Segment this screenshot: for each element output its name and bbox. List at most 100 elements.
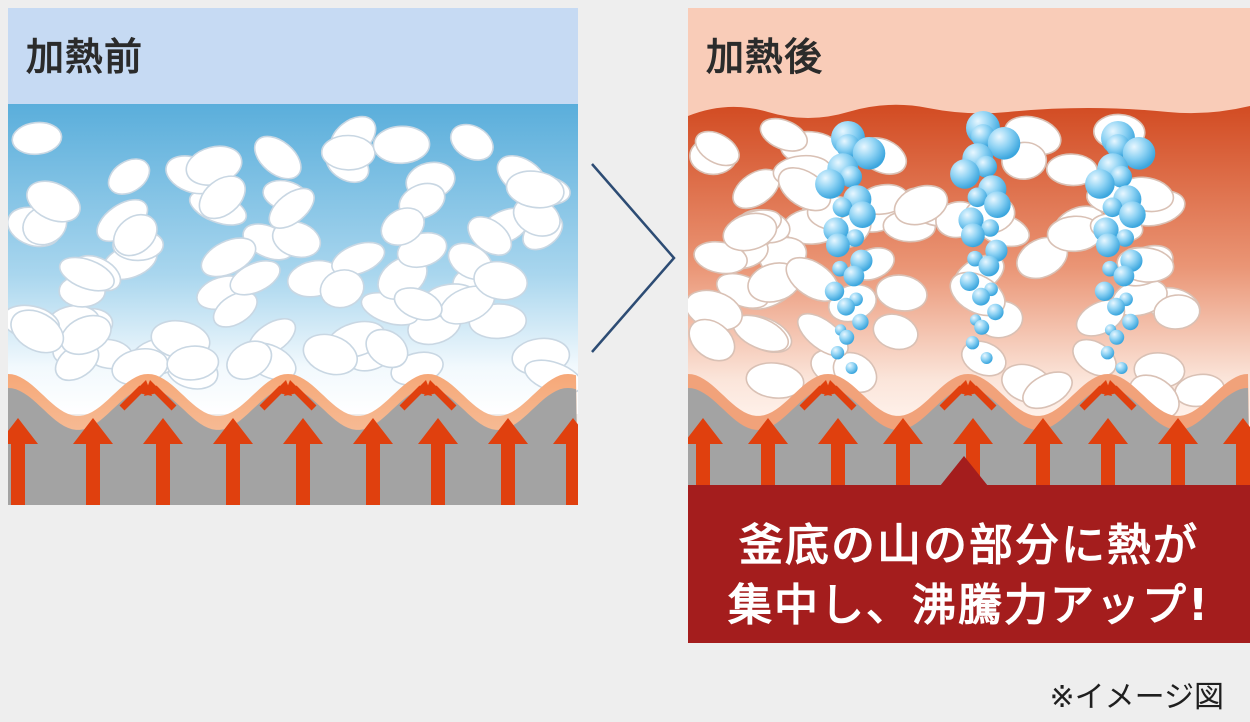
bubble-icon xyxy=(980,352,993,364)
heat-arrow-icon xyxy=(353,418,393,505)
bubble-icon xyxy=(984,191,1011,218)
rice-grain-icon xyxy=(10,309,65,354)
bubble-icon xyxy=(840,165,862,188)
panel-before-heating: 加熱前 xyxy=(8,8,578,505)
bubble-icon xyxy=(961,223,985,248)
bubble-icon xyxy=(839,329,855,345)
rice-grain-icon xyxy=(58,256,115,292)
bubble-icon xyxy=(843,265,865,287)
rice-grain-icon xyxy=(372,125,431,165)
rice-grain-icon xyxy=(107,158,151,195)
heat-arrow-icon xyxy=(144,380,162,396)
rice-grain-icon xyxy=(320,134,376,171)
heat-arrow-icon xyxy=(488,418,528,505)
heat-arrow-icon xyxy=(883,418,923,505)
rice-grain-icon xyxy=(505,170,565,209)
heat-arrow-icon xyxy=(424,380,442,396)
rice-grain-icon xyxy=(688,318,736,362)
heat-arrow-icon xyxy=(1088,418,1128,505)
bubble-icon xyxy=(852,137,886,170)
bubble-icon xyxy=(1122,137,1156,170)
rice-grain-icon xyxy=(1022,371,1073,410)
bubble-icon xyxy=(972,287,990,306)
bubble-icon xyxy=(959,271,980,291)
rice-grain-icon xyxy=(112,213,158,257)
caption-box: 釜底の山の部分に熱が 集中し、沸騰力アップ! xyxy=(688,485,1250,643)
rice-grain-icon xyxy=(449,123,494,161)
before-rice-grains xyxy=(8,115,578,395)
caption-line-1: 釜底の山の部分に熱が xyxy=(739,520,1199,571)
heat-arrow-icon xyxy=(213,418,253,505)
rice-grain-icon xyxy=(759,117,808,152)
rice-grain-icon xyxy=(467,216,513,256)
bubble-icon xyxy=(1085,169,1115,199)
heat-arrow-icon xyxy=(824,380,842,396)
heat-arrow-icon xyxy=(8,418,38,505)
rice-grain-icon xyxy=(229,260,281,296)
bubble-icon xyxy=(837,297,855,316)
rice-grain-icon xyxy=(365,328,409,369)
rice-grain-icon xyxy=(166,345,220,381)
before-header-band xyxy=(8,8,578,104)
after-heating-illustration xyxy=(688,8,1250,505)
bubble-icon xyxy=(965,336,980,350)
bubble-icon xyxy=(967,187,988,208)
bubble-icon xyxy=(978,255,1000,277)
rice-grain-icon xyxy=(200,237,257,278)
bubble-icon xyxy=(1102,260,1118,277)
heat-arrow-icon xyxy=(964,380,982,396)
before-heating-illustration xyxy=(8,8,578,505)
panel-after-heating: 加熱後 釜底の山の部分に熱が 集中し、沸騰力アップ! xyxy=(688,8,1250,643)
bubble-icon xyxy=(1096,233,1120,258)
bubble-icon xyxy=(987,127,1021,160)
bubble-icon xyxy=(1102,197,1123,218)
bubble-icon xyxy=(832,197,853,218)
heat-arrow-icon xyxy=(1158,418,1198,505)
bubble-icon xyxy=(849,201,876,228)
rice-grain-icon xyxy=(302,333,358,376)
rice-grain-icon xyxy=(198,175,246,220)
bubble-icon xyxy=(846,229,864,247)
bubble-icon xyxy=(824,281,845,301)
rice-grain-icon xyxy=(1153,294,1201,330)
rice-grain-icon xyxy=(60,314,112,356)
after-header-band xyxy=(688,8,1250,128)
bubble-icon xyxy=(815,169,845,199)
bubble-icon xyxy=(981,219,999,237)
heat-arrow-icon xyxy=(143,418,183,505)
bubble-icon xyxy=(1100,346,1115,360)
bubble-icon xyxy=(1110,165,1132,188)
after-title: 加熱後 xyxy=(706,35,824,79)
rice-grain-icon xyxy=(26,180,81,223)
rice-grain-icon xyxy=(893,184,949,226)
rice-grain-icon xyxy=(226,340,273,381)
rice-grain-icon xyxy=(745,362,805,399)
rice-grain-icon xyxy=(11,121,63,156)
rice-grain-icon xyxy=(694,130,740,167)
bubble-icon xyxy=(1115,362,1128,374)
bubble-icon xyxy=(967,250,983,267)
heat-arrow-icon xyxy=(1223,418,1250,505)
bubble-icon xyxy=(1094,281,1115,301)
rice-grain-icon xyxy=(380,207,425,246)
bubble-icon xyxy=(1122,313,1139,331)
rice-grain-icon xyxy=(319,269,365,309)
heat-arrow-icon xyxy=(1104,380,1122,396)
rice-grain-icon xyxy=(797,312,849,357)
rice-grain-icon xyxy=(393,287,443,321)
bubble-icon xyxy=(1119,201,1146,228)
bubble-icon xyxy=(832,260,848,277)
rice-grain-icon xyxy=(875,274,928,312)
rice-grain-icon xyxy=(253,135,302,180)
rice-grain-icon xyxy=(268,187,315,229)
caption-line-2: 集中し、沸騰力アップ! xyxy=(727,580,1211,631)
bubble-icon xyxy=(950,159,980,189)
rice-grain-icon xyxy=(722,212,778,252)
bubble-icon xyxy=(852,313,869,331)
bubble-icon xyxy=(1113,265,1135,287)
chevron-right-icon xyxy=(591,163,676,353)
before-title: 加熱前 xyxy=(26,35,144,79)
bubble-icon xyxy=(1109,329,1125,345)
heat-arrow-icon xyxy=(818,418,858,505)
rice-grain-icon xyxy=(212,291,258,328)
